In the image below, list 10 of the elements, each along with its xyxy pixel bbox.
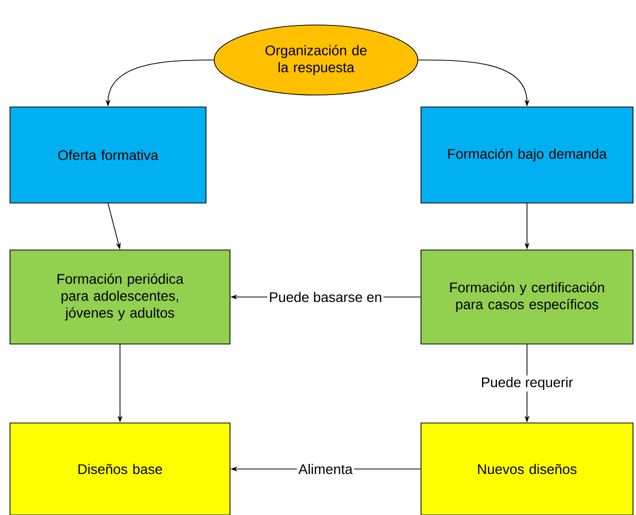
edge-label: Puede basarse en [267,290,384,304]
oval-node: Organización de la respuesta [214,24,418,96]
process-box: Formación y certificación para casos específicos [420,250,634,344]
process-box: Nuevos diseños [420,422,634,515]
process-box: Oferta formativa [10,106,206,204]
edge-label: Alimenta [296,462,354,476]
edge-label: Puede requerir [479,376,575,392]
process-box: Formación periódica para adolescentes, jóvenes y adultos [10,250,230,344]
process-box: Formación bajo demanda [420,106,634,204]
process-box: Diseños base [10,422,230,515]
